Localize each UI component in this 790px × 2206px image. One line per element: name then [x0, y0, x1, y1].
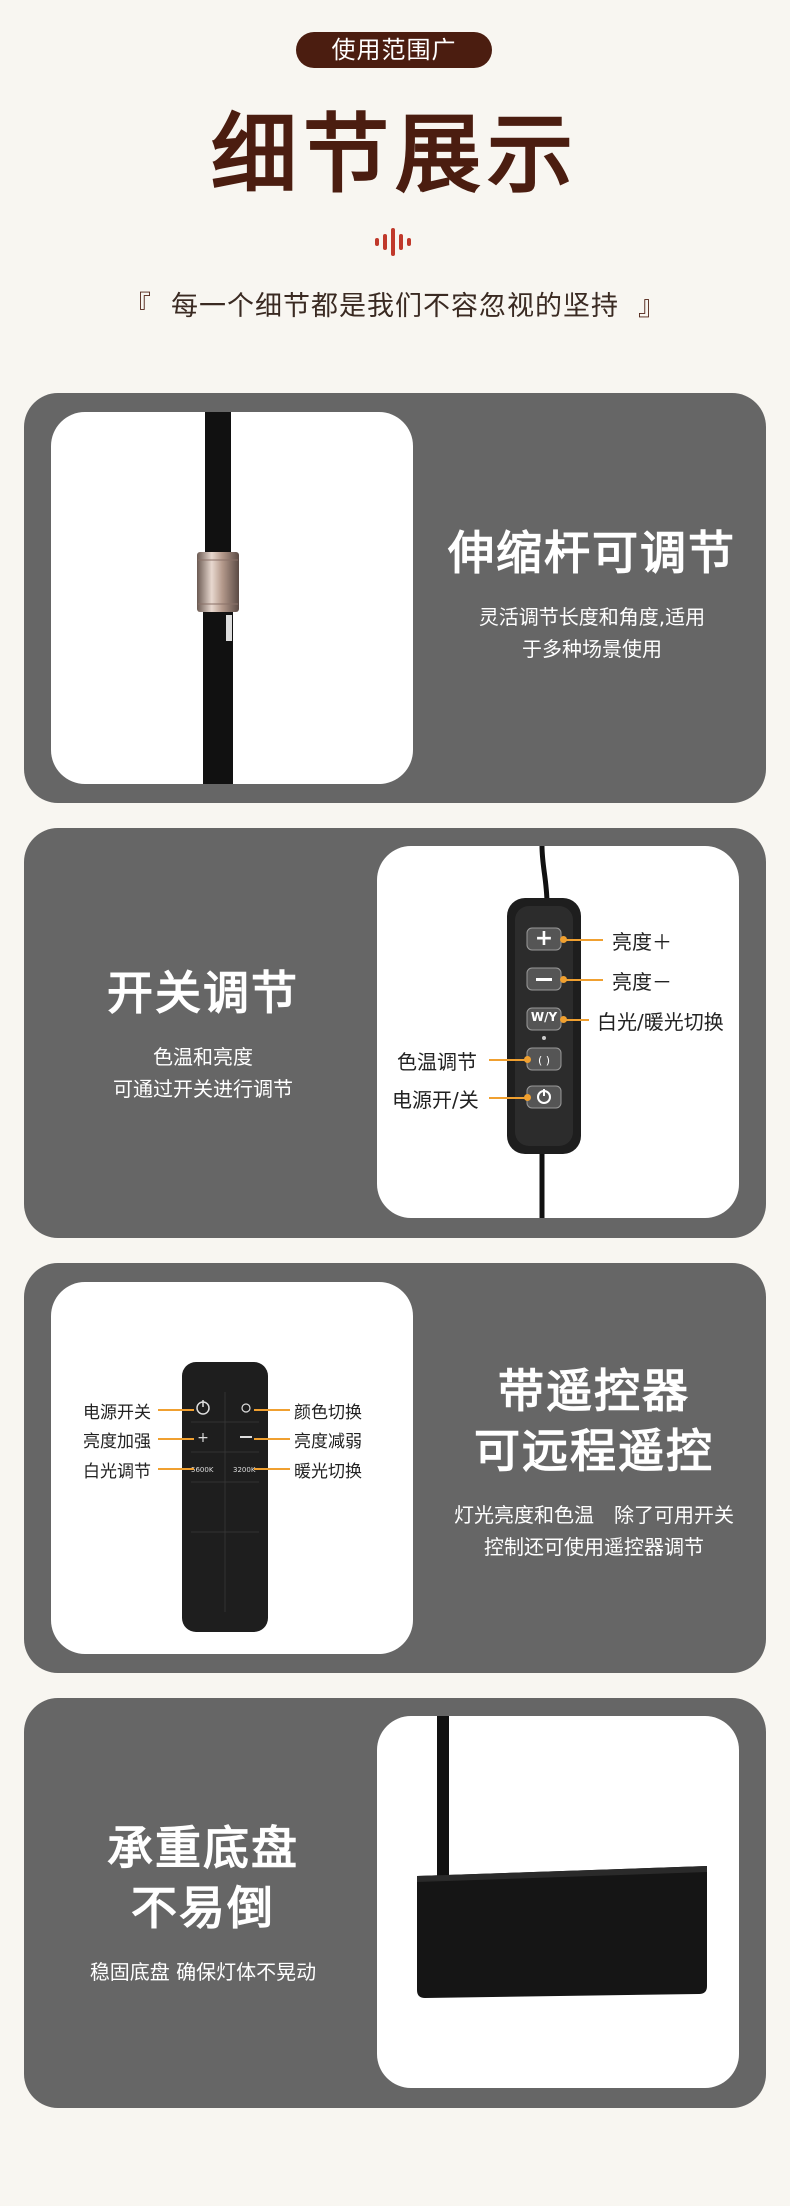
svg-text:+: + — [197, 1430, 209, 1446]
switch-desc-line2: 可通过开关进行调节 — [113, 1077, 293, 1101]
tagline: 『 每一个细节都是我们不容忽视的坚持 』 — [0, 284, 790, 323]
switch-heading: 开关调节 — [107, 966, 299, 1020]
pole-desc-line2: 于多种场景使用 — [522, 637, 662, 661]
base-photo — [377, 1716, 739, 2088]
callout-brightness-up: 亮度＋ — [612, 930, 672, 954]
remote-label-bright-up: 亮度加强 — [83, 1432, 151, 1452]
remote-heading-line1: 带遥控器 — [498, 1364, 690, 1418]
tagline-open-quote: 『 — [123, 291, 152, 322]
feature-card-remote: + 5600K 3200K 电源开关 亮度加强 白光调节 颜色切换 亮度减弱 暖… — [24, 1263, 766, 1673]
sound-wave-icon — [375, 228, 411, 256]
pole-desc-line1: 灵活调节长度和角度,适用 — [478, 605, 706, 629]
base-illustration — [417, 1716, 707, 1998]
base-desc-line1: 稳固底盘 确保灯体不晃动 — [89, 1960, 317, 1984]
callout-brightness-down: 亮度－ — [612, 970, 672, 994]
callout-color-temp: 色温调节 — [397, 1050, 477, 1074]
pole-heading: 伸缩杆可调节 — [448, 526, 736, 580]
remote-label-warm: 暖光切换 — [294, 1462, 362, 1482]
remote-label-bright-down: 亮度减弱 — [294, 1432, 362, 1452]
switch-desc: 色温和亮度 可通过开关进行调节 — [42, 1041, 364, 1105]
svg-text:+: + — [535, 926, 553, 951]
remote-text: 带遥控器 可远程遥控 灯光亮度和色温 除了可用开关 控制还可使用遥控器调节 — [424, 1361, 764, 1563]
page-title: 细节展示 — [211, 105, 579, 205]
remote-label-white: 白光调节 — [83, 1462, 151, 1482]
pole-photo — [51, 412, 413, 784]
switch-desc-line1: 色温和亮度 — [153, 1045, 253, 1069]
remote-illustration: + — [182, 1362, 268, 1632]
tagline-close-quote: 』 — [638, 291, 667, 322]
remote-label-color-switch: 颜色切换 — [294, 1403, 362, 1423]
remote-3200k: 3200K — [233, 1466, 256, 1474]
inline-switch-illustration: + ( ) — [507, 846, 581, 1218]
remote-label-power: 电源开关 — [83, 1403, 151, 1423]
pole-illustration — [197, 412, 239, 784]
switch-wy-label: W/Y — [530, 1010, 558, 1024]
svg-text:( ): ( ) — [538, 1054, 550, 1067]
remote-desc: 灯光亮度和色温 除了可用开关 控制还可使用遥控器调节 — [424, 1499, 764, 1563]
remote-desc-line2: 控制还可使用遥控器调节 — [484, 1535, 704, 1559]
feature-card-switch: 开关调节 色温和亮度 可通过开关进行调节 + ( ) W/Y 亮度＋ — [24, 828, 766, 1238]
base-text: 承重底盘 不易倒 稳固底盘 确保灯体不晃动 — [42, 1818, 364, 1988]
base-heading-line2: 不易倒 — [131, 1881, 275, 1935]
remote-desc-line1: 灯光亮度和色温 除了可用开关 — [454, 1503, 734, 1527]
remote-heading-line2: 可远程遥控 — [474, 1424, 714, 1478]
feature-card-pole: 伸缩杆可调节 灵活调节长度和角度,适用 于多种场景使用 — [24, 393, 766, 803]
remote-5600k: 5600K — [191, 1466, 214, 1474]
category-badge: 使用范围广 — [296, 32, 492, 68]
switch-photo: + ( ) W/Y 亮度＋ 亮度－ 白光/暖光切换 色温调节 电源开/关 — [377, 846, 739, 1218]
switch-text: 开关调节 色温和亮度 可通过开关进行调节 — [42, 963, 364, 1105]
feature-card-base: 承重底盘 不易倒 稳固底盘 确保灯体不晃动 — [24, 1698, 766, 2108]
callout-white-warm: 白光/暖光切换 — [597, 1010, 724, 1034]
pole-desc: 灵活调节长度和角度,适用 于多种场景使用 — [434, 601, 750, 665]
callout-power: 电源开/关 — [392, 1088, 479, 1112]
pole-text: 伸缩杆可调节 灵活调节长度和角度,适用 于多种场景使用 — [434, 523, 750, 665]
remote-photo: + 5600K 3200K 电源开关 亮度加强 白光调节 颜色切换 亮度减弱 暖… — [51, 1282, 413, 1654]
base-desc: 稳固底盘 确保灯体不晃动 — [42, 1956, 364, 1988]
base-heading-line1: 承重底盘 — [107, 1821, 299, 1875]
tagline-text: 每一个细节都是我们不容忽视的坚持 — [171, 291, 619, 322]
